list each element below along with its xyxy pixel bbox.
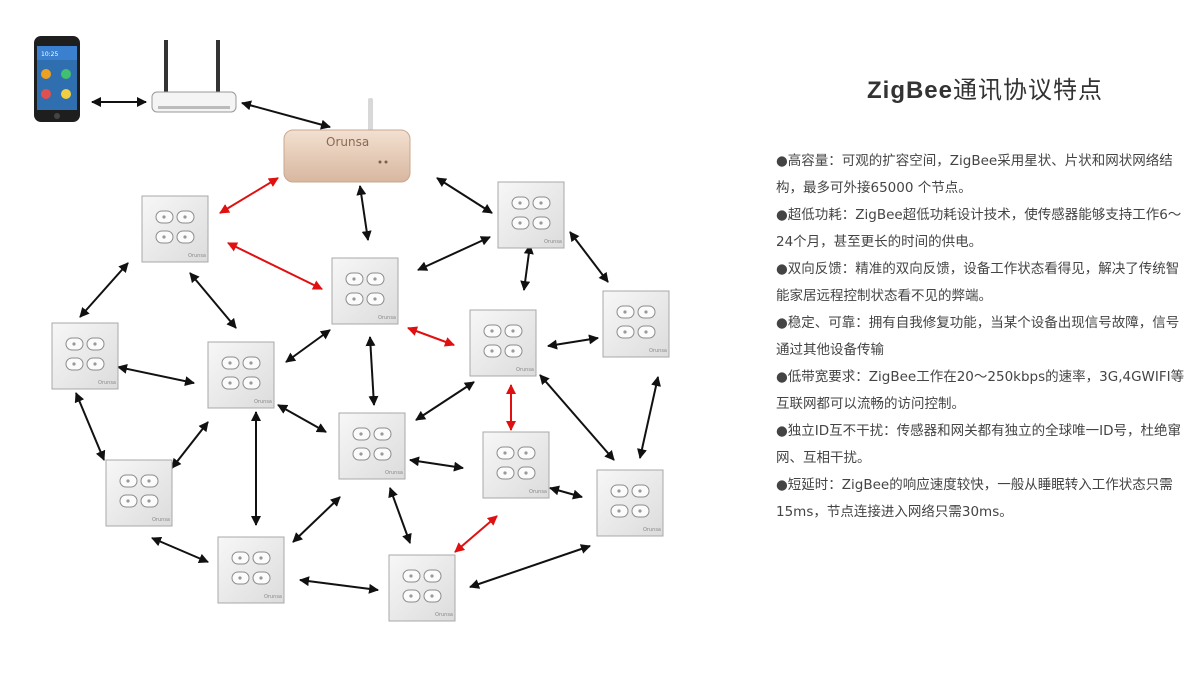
link [637, 376, 661, 459]
switch-brand: Orunsa [254, 399, 272, 405]
zigbee-gateway-hub: Orunsa [283, 98, 411, 183]
switch-brand: Orunsa [544, 239, 562, 245]
link [365, 336, 379, 406]
link [285, 329, 331, 363]
wall-switch: Orunsa [388, 554, 456, 622]
switch-brand: Orunsa [264, 594, 282, 600]
link-hub-switch [356, 185, 372, 241]
link [409, 456, 464, 472]
svg-text:Orunsa: Orunsa [326, 135, 369, 149]
wall-switch: Orunsa [331, 257, 399, 325]
feature-item: ●短延时：ZigBee的响应速度较快，一般从睡眠转入工作状态只需15ms，节点连… [776, 477, 1173, 520]
link [299, 576, 379, 594]
wall-switch: Orunsa [469, 309, 537, 377]
app-icon [41, 69, 51, 79]
link [569, 231, 609, 283]
switch-brand: Orunsa [385, 470, 403, 476]
app-icon [61, 69, 71, 79]
link-hub-switch [219, 177, 279, 214]
link [74, 392, 106, 461]
feature-item: ●超低功耗：ZigBee超低功耗设计技术，使传感器能够支持工作6～24个月，甚至… [776, 207, 1182, 250]
link [547, 334, 599, 350]
wall-switch: Orunsa [482, 431, 550, 499]
link-arrows [74, 97, 661, 594]
link [227, 242, 323, 290]
switch-brand: Orunsa [98, 380, 116, 386]
svg-text:10:25: 10:25 [41, 51, 58, 58]
link [415, 381, 475, 421]
switch-brand: Orunsa [529, 489, 547, 495]
wall-switch: Orunsa [51, 322, 119, 390]
wall-switch: Orunsa [105, 459, 173, 527]
wall-switch: Orunsa [217, 536, 285, 604]
wall-switch: Orunsa [338, 412, 406, 480]
page-title: ZigBee通讯协议特点 [866, 76, 1103, 104]
switch-brand: Orunsa [152, 517, 170, 523]
feature-item: ●独立ID互不干扰：传感器和网关都有独立的全球唯一ID号，杜绝窜网、互相干扰。 [776, 423, 1182, 466]
link [117, 363, 195, 387]
switches: OrunsaOrunsaOrunsaOrunsaOrunsaOrunsaOrun… [51, 181, 670, 622]
switch-brand: Orunsa [643, 527, 661, 533]
wall-switch: Orunsa [141, 195, 209, 263]
link [469, 544, 591, 589]
wall-switch: Orunsa [497, 181, 565, 249]
switch-brand: Orunsa [188, 253, 206, 259]
app-icon [61, 89, 71, 99]
feature-item: ●低带宽要求：ZigBee工作在20～250kbps的速率，3G,4GWIFI等… [776, 369, 1185, 412]
wall-switch: Orunsa [596, 469, 664, 537]
link [171, 421, 209, 469]
link [388, 487, 412, 544]
feature-item: ●稳定、可靠：拥有自我修复功能，当某个设备出现信号故障，信号通过其他设备传输 [776, 315, 1180, 358]
wifi-router [151, 40, 237, 113]
link [79, 262, 129, 318]
link [520, 244, 534, 291]
link-router-hub [241, 100, 331, 130]
link [189, 272, 237, 329]
feature-item: ●双向反馈：精准的双向反馈，设备工作状态看得见，解决了传统智能家居远程控制状态看… [776, 261, 1180, 304]
feature-item: ●高容量：可观的扩容空间，ZigBee采用星状、片状和网状网络结构，最多可外接6… [776, 153, 1173, 196]
app-icon [41, 89, 51, 99]
feature-list: ●高容量：可观的扩容空间，ZigBee采用星状、片状和网状网络结构，最多可外接6… [776, 148, 1186, 526]
link-hub-switch [436, 177, 493, 214]
link [407, 326, 455, 347]
link [549, 485, 583, 500]
link [539, 374, 615, 461]
switch-brand: Orunsa [378, 315, 396, 321]
link [151, 536, 209, 564]
switch-brand: Orunsa [435, 612, 453, 618]
link [292, 496, 341, 543]
wall-switch: Orunsa [207, 341, 275, 409]
link [277, 404, 327, 433]
switch-brand: Orunsa [516, 367, 534, 373]
link [454, 515, 498, 553]
link [417, 236, 491, 271]
switch-brand: Orunsa [649, 348, 667, 354]
wall-switch: Orunsa [602, 290, 670, 358]
smartphone: 10:25 [34, 36, 80, 122]
